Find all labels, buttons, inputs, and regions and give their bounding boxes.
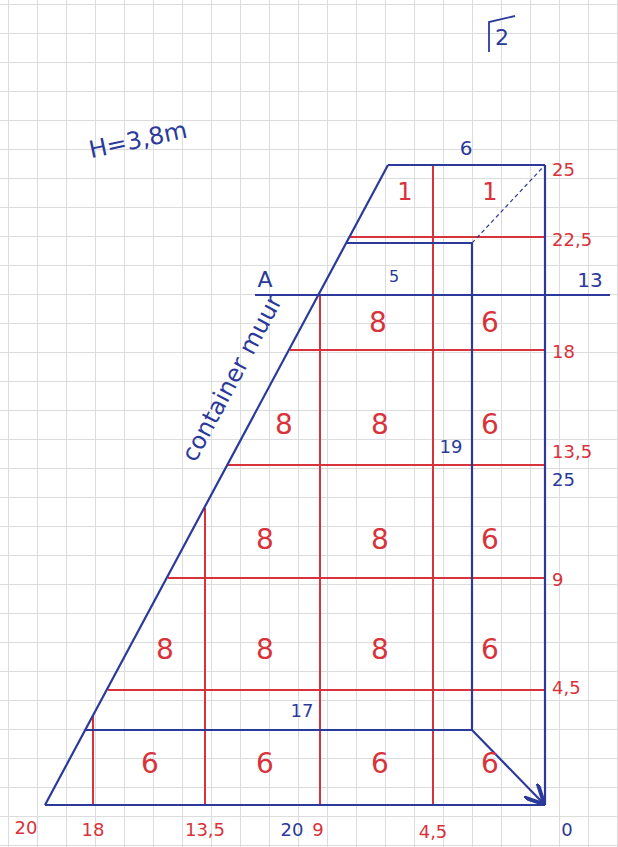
dimension-label: 19 (440, 438, 463, 456)
base-line (45, 804, 545, 806)
blue-outline (45, 16, 610, 805)
dimension-label: 4,5 (419, 823, 448, 841)
dimension-label: 5 (389, 269, 399, 285)
cell-value: 8 (371, 526, 389, 554)
corner-arrow (472, 730, 543, 803)
dimension-label: A (257, 269, 272, 291)
dimension-label: 22,5 (552, 231, 592, 249)
cell-value: 8 (256, 636, 274, 664)
dimension-label: 18 (552, 343, 575, 361)
red-line (350, 236, 545, 238)
dimension-label: 18 (82, 821, 105, 839)
inner-side (471, 243, 473, 730)
angle-mark (489, 16, 515, 52)
cell-value: 8 (275, 411, 293, 439)
dimension-label: 25 (552, 161, 575, 179)
cell-value: 8 (256, 526, 274, 554)
cell-value: 6 (481, 526, 499, 554)
cell-value: 6 (371, 750, 389, 778)
inner-top (346, 242, 472, 244)
dimension-label: 25 (552, 471, 575, 489)
cell-value: 8 (371, 411, 389, 439)
dimension-label: 20 (15, 819, 38, 837)
dimension-label: 13,5 (185, 821, 225, 839)
inner-bottom (85, 729, 472, 731)
dimension-label: 9 (552, 571, 563, 589)
section-line (255, 294, 610, 296)
cell-value: 6 (256, 750, 274, 778)
red-line (319, 295, 321, 805)
dimension-label: 17 (291, 702, 314, 720)
cell-value: 6 (481, 636, 499, 664)
cell-value: 1 (397, 180, 412, 204)
red-line (204, 508, 206, 805)
container-wall (45, 165, 388, 805)
cell-value: 1 (482, 180, 497, 204)
cell-value: 8 (156, 636, 174, 664)
cell-value: 6 (481, 309, 499, 337)
cell-value: 6 (481, 411, 499, 439)
dimension-label: 13,5 (552, 443, 592, 461)
dimension-label: 6 (460, 138, 473, 158)
red-line (290, 349, 545, 351)
dimension-label: 20 (281, 821, 304, 839)
dimension-label: 13 (577, 270, 602, 290)
dimension-label: 2 (495, 27, 509, 49)
right-wall (544, 165, 546, 805)
cell-value: 6 (141, 750, 159, 778)
cell-value: H=3,8m (87, 118, 190, 162)
dimension-label: 4,5 (552, 679, 581, 697)
cell-value: 8 (371, 636, 389, 664)
cell-value: 6 (481, 750, 499, 778)
inner-diagonal (472, 165, 545, 243)
red-line (432, 165, 434, 805)
red-line (228, 464, 545, 466)
red-grid (93, 165, 545, 805)
cell-value: 8 (369, 309, 387, 337)
red-line (168, 577, 545, 579)
top-line (388, 164, 545, 166)
dimension-label: 0 (561, 821, 572, 839)
red-line (108, 689, 545, 691)
cell-value: container muur (178, 291, 287, 465)
dimension-label: 9 (312, 821, 323, 839)
